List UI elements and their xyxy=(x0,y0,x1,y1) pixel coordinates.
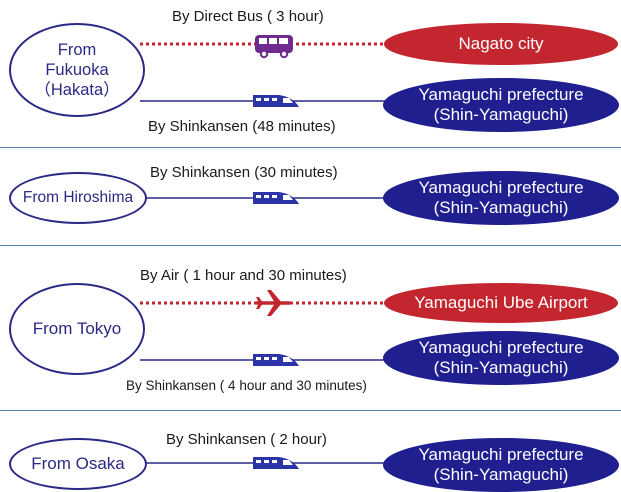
train-icon xyxy=(253,95,299,107)
route-label-shinkansen: By Shinkansen ( 2 hour) xyxy=(166,431,327,448)
route-label-shinkansen: By Shinkansen ( 4 hour and 30 minutes) xyxy=(126,378,367,393)
destination-shin-yamaguchi: Yamaguchi prefecture (Shin-Yamaguchi) xyxy=(383,331,619,385)
route-label-shinkansen: By Shinkansen (30 minutes) xyxy=(150,164,338,181)
train-icon xyxy=(253,457,299,469)
section-divider xyxy=(0,410,621,411)
section-divider xyxy=(0,245,621,246)
destination-ube-airport: Yamaguchi Ube Airport xyxy=(384,283,618,323)
route-label-air: By Air ( 1 hour and 30 minutes) xyxy=(140,267,347,284)
destination-nagato: Nagato city xyxy=(384,23,618,65)
origin-hiroshima: From Hiroshima xyxy=(9,172,147,224)
airplane-icon xyxy=(255,290,291,316)
destination-shin-yamaguchi: Yamaguchi prefecture (Shin-Yamaguchi) xyxy=(383,438,619,492)
section-divider xyxy=(0,147,621,148)
destination-shin-yamaguchi: Yamaguchi prefecture (Shin-Yamaguchi) xyxy=(383,78,619,132)
route-label-bus: By Direct Bus ( 3 hour) xyxy=(172,8,324,25)
train-icon xyxy=(253,354,299,366)
origin-osaka: From Osaka xyxy=(9,438,147,490)
origin-fukuoka: From Fukuoka （Hakata） xyxy=(9,23,145,117)
bus-icon xyxy=(255,35,293,59)
destination-shin-yamaguchi: Yamaguchi prefecture (Shin-Yamaguchi) xyxy=(383,171,619,225)
origin-tokyo: From Tokyo xyxy=(9,283,145,375)
train-icon xyxy=(253,192,299,204)
route-label-shinkansen: By Shinkansen (48 minutes) xyxy=(148,118,336,135)
